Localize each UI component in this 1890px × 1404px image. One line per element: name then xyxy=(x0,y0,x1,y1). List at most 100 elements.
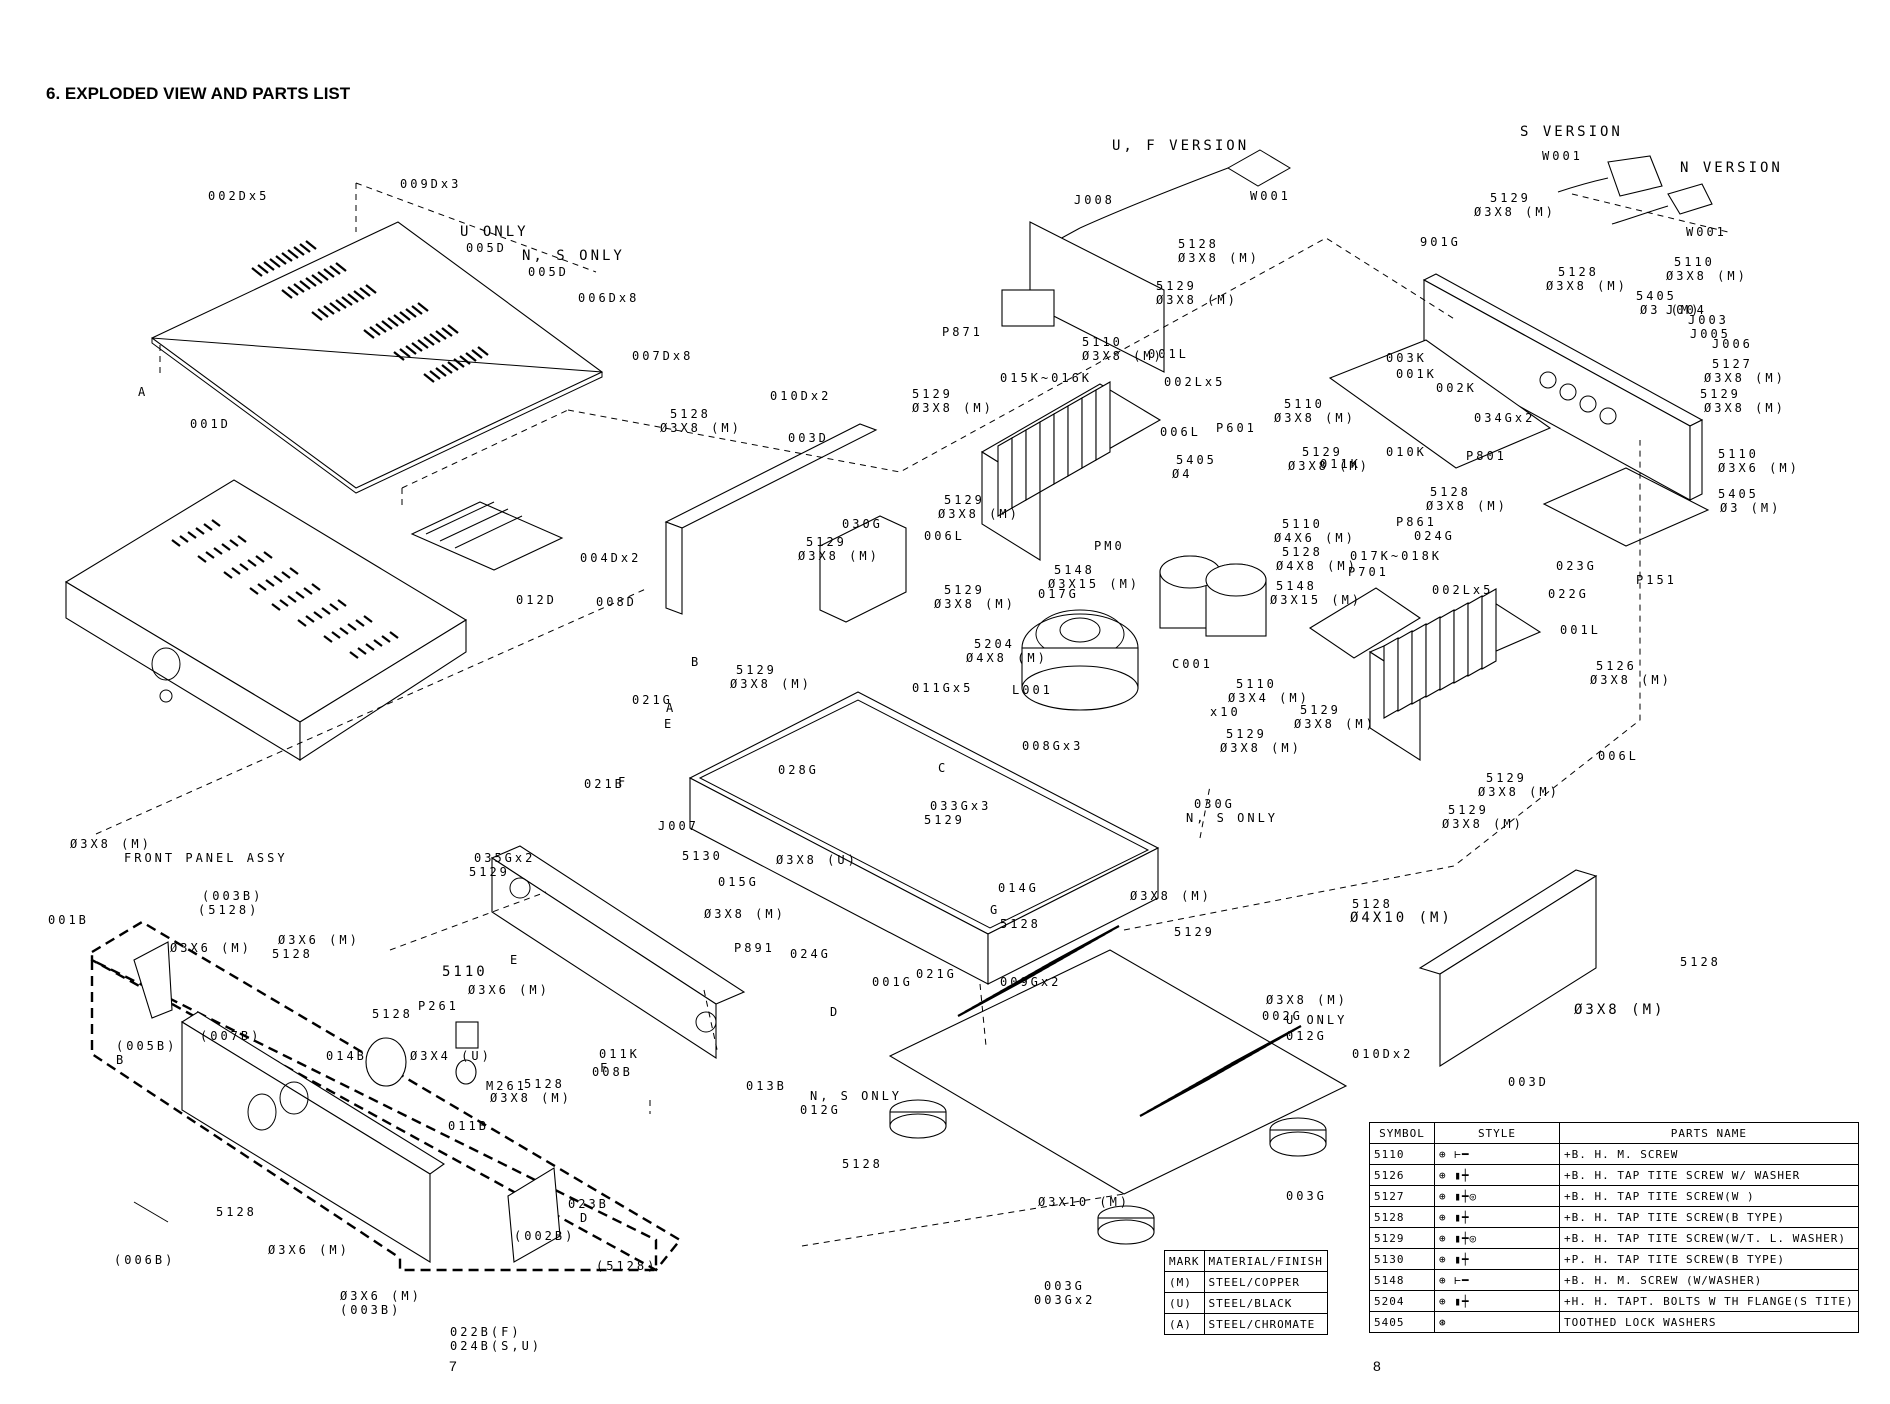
part-label: PM0 xyxy=(1094,539,1125,553)
part-label: Ø3X8 (M) xyxy=(730,677,812,691)
part-label: M261 xyxy=(486,1079,527,1093)
part-label: J008 xyxy=(1074,193,1115,207)
part-label: Ø3 (M) xyxy=(1640,303,1701,317)
part-label: D xyxy=(830,1005,840,1019)
part-label: Ø3X8 (M) xyxy=(1266,993,1348,1007)
part-label: U ONLY xyxy=(1286,1013,1347,1027)
part-label: 003Gx2 xyxy=(1034,1293,1095,1307)
style-cell: ⊕ ▮┿ xyxy=(1434,1290,1560,1312)
table-row: 5127⊕ ▮┿◎+B. H. TAP TITE SCREW(W ) xyxy=(1369,1185,1859,1207)
part-label: 5128 xyxy=(1352,897,1393,911)
front-panel-assy-outline xyxy=(90,920,682,1272)
part-label: 014B xyxy=(326,1049,367,1063)
part-label: 021G xyxy=(916,967,957,981)
part-label: 5129 xyxy=(924,813,965,827)
part-label: Ø3X8 (M) xyxy=(1546,279,1628,293)
part-label: P701 xyxy=(1348,565,1389,579)
part-label: L001 xyxy=(1012,683,1053,697)
phillips-head-icon: ⊕ xyxy=(1439,1252,1447,1266)
input-board-J008 xyxy=(1001,221,1165,373)
part-label: 5126 xyxy=(1596,659,1637,673)
part-label: 5129 xyxy=(912,387,953,401)
page-title: 6. EXPLODED VIEW AND PARTS LIST xyxy=(46,84,351,103)
part-label: 5148 xyxy=(1276,579,1317,593)
part-label: Ø3X4 (M) xyxy=(1228,691,1310,705)
part-label: Ø4X6 (M) xyxy=(1274,531,1356,545)
part-label: 008B xyxy=(592,1065,633,1079)
part-label: Ø3X8 (M) xyxy=(1426,499,1508,513)
part-label: 5129 xyxy=(944,493,985,507)
screw-symbol-table: SYMBOL STYLE PARTS NAME 5110⊕ ⊢━+B. H. M… xyxy=(1369,1122,1859,1333)
phillips-head-icon: ⊕ xyxy=(1439,1168,1447,1182)
part-label: 024G xyxy=(1414,529,1455,543)
part-label: (007B) xyxy=(200,1029,261,1043)
part-label: (006B) xyxy=(114,1253,175,1267)
part-label: 011Gx5 xyxy=(912,681,973,695)
part-label: 5128 xyxy=(272,947,313,961)
foot-003G-2 xyxy=(1097,1205,1155,1245)
style-cell: ⊕ ▮┿ xyxy=(1434,1206,1560,1228)
part-label: 003D xyxy=(1508,1075,1549,1089)
foot-003G-1 xyxy=(889,1099,947,1139)
part-label: 5110 xyxy=(442,964,488,980)
part-label: 009Dx3 xyxy=(400,177,461,191)
part-label: N VERSION xyxy=(1680,160,1783,176)
part-label: P801 xyxy=(1466,449,1507,463)
part-label: 030G xyxy=(842,517,883,531)
part-label: 024G xyxy=(790,947,831,961)
part-label: Ø3X8 (U) xyxy=(776,853,858,867)
part-label: J007 xyxy=(658,819,699,833)
part-label: Ø3X15 (M) xyxy=(1048,577,1140,591)
part-label: 006L xyxy=(1160,425,1201,439)
part-label: 002Lx5 xyxy=(1432,583,1493,597)
part-label: 024B(S,U) xyxy=(450,1339,542,1353)
part-label: FRONT PANEL ASSY xyxy=(124,851,288,865)
assembly-guide-lines xyxy=(95,237,1641,1247)
name-cell: +B. H. TAP TITE SCREW(B TYPE) xyxy=(1559,1206,1859,1228)
part-label: Ø3X8 (M) xyxy=(1666,269,1748,283)
part-label: 005D xyxy=(466,241,507,255)
part-label: 5128 xyxy=(216,1205,257,1219)
part-label: 007Dx8 xyxy=(632,349,693,363)
part-label: 017G xyxy=(1038,587,1079,601)
part-label: 5127 xyxy=(1712,357,1753,371)
part-label: 5128 xyxy=(1178,237,1219,251)
part-label: (005B) xyxy=(116,1039,177,1053)
part-label: Ø3X8 (M) xyxy=(1156,293,1238,307)
part-label: Ø4 xyxy=(1172,467,1192,481)
part-label: U ONLY xyxy=(460,224,529,240)
washer-icon: ⊛ xyxy=(1439,1315,1447,1329)
part-label: U, F VERSION xyxy=(1112,138,1249,154)
symbol-cell: 5127 xyxy=(1369,1185,1435,1207)
part-label: 030G xyxy=(1194,797,1235,811)
part-label: 005D xyxy=(528,265,569,279)
bracket-003D-right xyxy=(1418,869,1598,1067)
part-label: Ø3X8 (M) xyxy=(798,549,880,563)
part-label: 010Dx2 xyxy=(770,389,831,403)
part-label: 5128 xyxy=(1680,955,1721,969)
name-cell: +B. H. M. SCREW (W/WASHER) xyxy=(1559,1269,1859,1291)
part-label: Ø3X6 (M) xyxy=(340,1289,422,1303)
part-label: 001D xyxy=(190,417,231,431)
part-label: 012D xyxy=(516,593,557,607)
part-label: 003D xyxy=(788,431,829,445)
part-label: 003G xyxy=(1286,1189,1327,1203)
part-label: Ø3X15 (M) xyxy=(1270,593,1362,607)
part-label: B xyxy=(116,1053,126,1067)
part-label: 5128 xyxy=(1558,265,1599,279)
heatsink-001L-left xyxy=(980,381,1162,561)
part-label: 5128 xyxy=(1000,917,1041,931)
mark-cell: (M) xyxy=(1164,1271,1205,1293)
side-panel-003B-left xyxy=(133,941,173,1019)
part-label: 012G xyxy=(800,1103,841,1117)
name-cell: +B. H. TAP TITE SCREW(W/T. L. WASHER) xyxy=(1559,1227,1859,1249)
foot-003G-3 xyxy=(1269,1117,1327,1157)
style-header: STYLE xyxy=(1434,1122,1560,1144)
part-label: N, S ONLY xyxy=(522,248,625,264)
part-label: Ø3X4 (U) xyxy=(410,1049,492,1063)
part-label: 5129 xyxy=(1700,387,1741,401)
part-label: 009Gx2 xyxy=(1000,975,1061,989)
part-label: 035Gx2 xyxy=(474,851,535,865)
part-label: 5110 xyxy=(1718,447,1759,461)
heatsink-001L-right xyxy=(1368,588,1542,762)
